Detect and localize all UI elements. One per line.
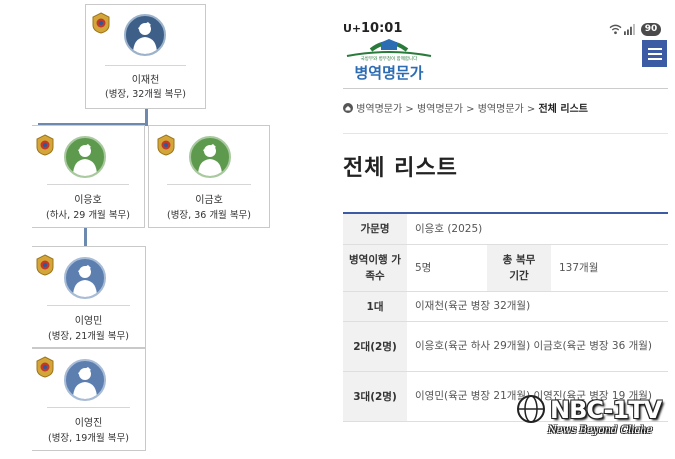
tree-connector xyxy=(84,228,87,246)
emblem-icon xyxy=(36,254,54,276)
member-service: (병장, 19개월 복무) xyxy=(47,433,129,444)
value-cell: 이재천(육군 병장 32개월) xyxy=(407,291,668,322)
card-divider xyxy=(47,305,130,306)
member-name: 이영민 xyxy=(74,316,103,327)
watermark-brand: NBC-1TV xyxy=(550,396,662,424)
emblem-icon xyxy=(157,134,175,156)
member-service: (병장, 21개월 복무) xyxy=(47,331,129,342)
value-cell: 이응호 (2025) xyxy=(407,214,668,245)
signal-icon xyxy=(624,24,635,35)
member-card-gen1[interactable]: 이재천 (병장, 32개월 복무) xyxy=(85,4,206,109)
header-text: 병역이행 가족수 xyxy=(349,253,401,282)
member-card-gen3-2[interactable]: 이영진 (병장, 19개월 복무) xyxy=(32,348,146,451)
header-cell: 가문명 xyxy=(343,214,407,245)
home-icon[interactable] xyxy=(343,103,353,113)
watermark-tagline: News Beyond Cliche xyxy=(548,425,653,436)
soldier-salute-icon xyxy=(189,136,231,178)
watermark-globe-icon xyxy=(517,395,545,423)
soldier-salute-icon xyxy=(124,14,166,56)
header-text: 총 복무 기간 xyxy=(502,253,536,282)
breadcrumb-item[interactable]: 병역명문가 xyxy=(356,104,403,115)
status-time: 10:01 xyxy=(361,21,403,36)
emblem-icon xyxy=(92,12,110,34)
battery-level: 90 xyxy=(641,23,661,36)
card-divider xyxy=(105,65,186,66)
value-cell: 137개월 xyxy=(551,244,668,292)
value-cell: 이응호(육군 하사 29개월) 이금호(육군 병장 36 개월) xyxy=(407,321,668,372)
tree-connector xyxy=(145,108,148,126)
breadcrumb-item[interactable]: 병역명문가 xyxy=(477,104,524,115)
table-top-border xyxy=(343,212,668,214)
table-row: 2대(2명) 이응호(육군 하사 29개월) 이금호(육군 병장 36 개월) xyxy=(343,321,668,372)
divider xyxy=(343,133,668,134)
member-name: 이응호 xyxy=(74,195,102,206)
soldier-salute-icon xyxy=(64,257,106,299)
breadcrumb-separator: > xyxy=(466,104,475,115)
value-cell: 5명 xyxy=(407,244,487,292)
member-name: 이재천 xyxy=(131,75,160,86)
header-cell: 1대 xyxy=(343,291,407,322)
table-row: 병역이행 가족수 5명 총 복무 기간 137개월 xyxy=(343,244,668,292)
wifi-icon xyxy=(609,24,622,35)
member-name: 이금호 xyxy=(195,195,223,206)
breadcrumb-current: 전체 리스트 xyxy=(538,104,588,115)
family-info-table: 가문명 이응호 (2025) 병역이행 가족수 5명 총 복무 기간 137개월… xyxy=(343,214,668,422)
header-cell: 병역이행 가족수 xyxy=(343,244,407,292)
menu-bar xyxy=(647,47,662,50)
member-card-gen2-1[interactable]: 이응호 (하사, 29 개월 복무) xyxy=(32,125,145,228)
breadcrumb: 병역명문가 > 병역명문가 > 병역명문가 > 전체 리스트 xyxy=(343,100,588,115)
carrier-label: U+ xyxy=(343,22,362,35)
member-name: 이영진 xyxy=(74,418,103,429)
logo-emblem-icon xyxy=(346,39,432,57)
table-row: 1대 이재천(육군 병장 32개월) xyxy=(343,291,668,322)
breadcrumb-separator: > xyxy=(405,104,414,115)
tree-connector xyxy=(38,123,148,126)
menu-bar xyxy=(647,52,662,55)
menu-bar xyxy=(647,57,662,60)
logo-tagline: 국방부와 병무청이 함께합니다 xyxy=(360,57,418,62)
breadcrumb-item[interactable]: 병역명문가 xyxy=(416,104,463,115)
divider xyxy=(343,88,668,89)
member-service: (하사, 29 개월 복무) xyxy=(45,210,131,221)
member-card-gen2-2[interactable]: 이금호 (병장, 36 개월 복무) xyxy=(148,125,270,228)
header-cell: 3대(2명) xyxy=(343,371,407,422)
card-divider xyxy=(47,407,130,408)
page-title: 전체 리스트 xyxy=(343,156,458,181)
menu-button[interactable] xyxy=(642,40,667,67)
member-card-gen3-1[interactable]: 이영민 (병장, 21개월 복무) xyxy=(32,246,146,348)
header-cell: 총 복무 기간 xyxy=(487,244,551,292)
emblem-icon xyxy=(36,134,54,156)
status-bar: U+ 10:01 90 xyxy=(343,20,668,38)
soldier-salute-icon xyxy=(64,136,106,178)
member-service: (병장, 32개월 복무) xyxy=(104,89,186,100)
emblem-icon xyxy=(36,356,54,378)
table-row: 가문명 이응호 (2025) xyxy=(343,214,668,245)
site-logo[interactable]: 국방부와 병무청이 함께합니다 병역명문가 xyxy=(343,38,435,84)
header-cell: 2대(2명) xyxy=(343,321,407,372)
member-service: (병장, 36 개월 복무) xyxy=(166,210,252,221)
soldier-salute-icon xyxy=(64,359,106,401)
breadcrumb-separator: > xyxy=(526,104,536,115)
logo-text: 병역명문가 xyxy=(354,64,424,82)
card-divider xyxy=(47,184,129,185)
card-divider xyxy=(167,184,251,185)
